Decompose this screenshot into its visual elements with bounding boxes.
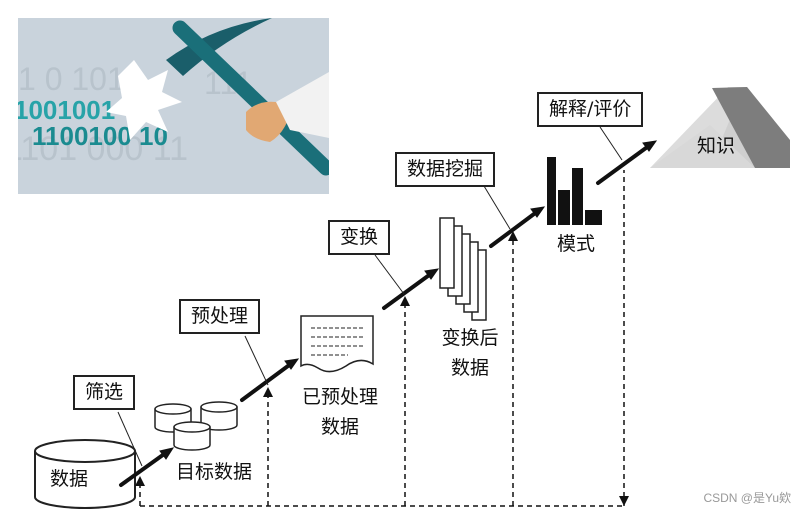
hand-icon — [246, 101, 290, 142]
binary-line-2: 1100100 10 — [32, 121, 168, 151]
pickaxe-mining-illustration: 1 0 101 111 1101 000 11 1001001 1100100 … — [18, 18, 329, 194]
watermark: CSDN @是Yu欸 — [703, 491, 791, 505]
pickaxe-head-icon — [166, 18, 272, 76]
arrow-preprocess — [240, 361, 294, 402]
step-filter-label: 筛选 — [73, 375, 136, 410]
step-transform-label: 变换 — [328, 220, 391, 255]
hero-illustration: 1 0 101 111 1101 000 11 1001001 1100100 … — [18, 18, 329, 194]
arrow-filter — [119, 450, 169, 487]
stacked-pages-icon — [439, 217, 487, 321]
flow-arrows — [119, 140, 658, 487]
pattern-bars-icon — [547, 157, 602, 225]
node-knowledge-label: 知识 — [697, 135, 736, 157]
node-transformed-data-label: 变换后数据 — [441, 327, 499, 379]
sleeve-icon — [276, 72, 329, 138]
binary-line-1: 1001001 — [18, 95, 115, 125]
faded-binary-line-1: 1 0 101 — [18, 61, 125, 97]
arrow-evaluate — [596, 143, 652, 185]
database-icon — [34, 439, 136, 509]
callout-lines — [117, 126, 623, 467]
step-evaluate-label: 解释/评价 — [537, 92, 644, 127]
document-icon — [300, 315, 374, 373]
node-preprocessed-data-label: 已预处理数据 — [301, 386, 378, 438]
node-target-data-label: 目标数据 — [176, 461, 253, 483]
knowledge-pyramid-icon — [650, 87, 790, 168]
faded-binary-line-2: 1101 000 11 — [18, 130, 188, 168]
step-preprocess-label: 预处理 — [179, 299, 261, 334]
pickaxe-handle-icon — [172, 20, 329, 176]
impact-burst-icon — [106, 60, 182, 140]
node-patterns-label: 模式 — [557, 233, 596, 255]
feedback-arrowheads — [135, 231, 629, 506]
target-data-cylinders-icon — [154, 401, 238, 451]
arrow-mining — [489, 209, 540, 248]
node-data-label: 数据 — [50, 468, 89, 490]
step-mining-label: 数据挖掘 — [395, 152, 496, 187]
feedback-lines — [139, 170, 625, 507]
arrow-transform — [382, 271, 434, 310]
